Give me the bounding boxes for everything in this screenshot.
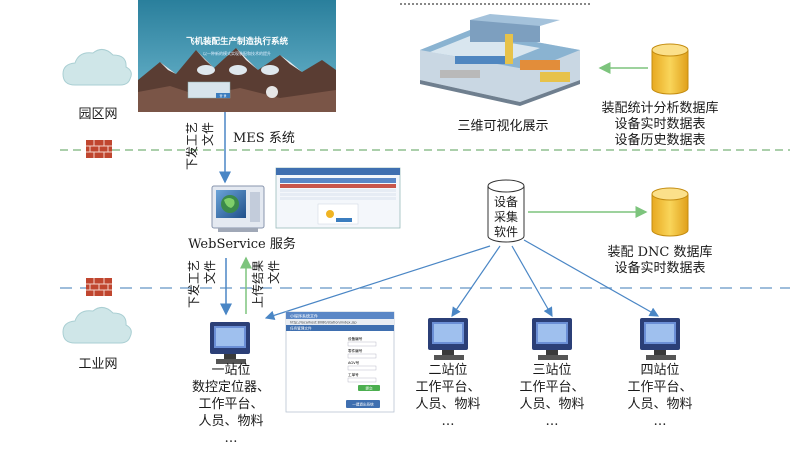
station-3-detail-1: 工作平台、 — [519, 380, 584, 395]
station-2-name: 二站位 — [428, 363, 467, 378]
3d-visualization — [400, 3, 592, 106]
upload-result-label-1: 上传结果 — [250, 260, 265, 308]
mes-user-icon — [266, 86, 278, 98]
collector-to-station-1-arrow — [264, 245, 491, 320]
webservice-label: WebService 服务 — [188, 236, 296, 252]
web-form-header: 任务管理文件 — [290, 326, 312, 331]
3d-visualization-label: 三维可视化展示 — [457, 119, 548, 134]
web-form-field-3-input[interactable] — [347, 365, 377, 371]
web-form-field-4-input[interactable] — [347, 377, 377, 383]
issue-doc-bottom-label-2: 文件 — [202, 260, 217, 284]
cloud-icon — [62, 49, 132, 86]
computer-icon — [428, 318, 468, 360]
station-1-detail-4: … — [225, 431, 238, 446]
industrial-network-label: 工业网 — [78, 357, 117, 372]
mes-system-label: MES 系统 — [233, 131, 295, 146]
dnc-db-line-2: 设备实时数据表 — [614, 260, 705, 276]
station-web-form: 小程序系统文件 http://localhost:8080/station/in… — [285, 311, 395, 413]
issue-doc-top-label-1: 下发工艺 — [184, 122, 199, 170]
web-form-exit-label: 一键退出系统 — [352, 402, 374, 407]
dnc-db-line-1: 装配 DNC 数据库 — [607, 244, 712, 260]
station-4: 四站位 工作平台、 人员、物料 … — [627, 363, 692, 429]
station-3: 三站位 工作平台、 人员、物料 … — [519, 363, 584, 429]
web-form-url: http://localhost:8080/station/index.jsp — [290, 321, 357, 325]
stats-db-line-1: 装配统计分析数据库 — [601, 100, 718, 116]
computer-icon — [210, 322, 250, 364]
upload-result-label-2: 文件 — [266, 260, 281, 284]
station-4-detail-3: … — [654, 414, 667, 429]
station-2: 二站位 工作平台、 人员、物料 … — [415, 363, 480, 429]
web-form-submit-button[interactable] — [358, 385, 380, 391]
firewall-icon — [85, 139, 113, 159]
station-2-detail-2: 人员、物料 — [415, 397, 480, 412]
database-icon — [651, 43, 689, 95]
issue-doc-bottom-label-1: 下发工艺 — [186, 260, 201, 308]
webservice-screen — [275, 167, 401, 229]
station-1-detail-2: 工作平台、 — [198, 397, 263, 412]
station-1-detail-1: 数控定位器、 — [192, 380, 270, 395]
station-2-detail-1: 工作平台、 — [415, 380, 480, 395]
station-1-detail-3: 人员、物料 — [198, 414, 263, 429]
web-form-title: 小程序系统文件 — [290, 313, 318, 319]
database-icon — [651, 187, 689, 237]
collector-to-station-2-arrow — [451, 245, 501, 317]
mes-aircraft-icon — [261, 65, 279, 75]
stats-db-line-3: 设备历史数据表 — [614, 132, 705, 148]
collector-line-3: 软件 — [494, 225, 518, 239]
collector-server-icon — [487, 179, 525, 243]
station-1-name: 一站位 — [211, 363, 250, 378]
mes-screen-title: 飞机装配生产制造执行系统 — [186, 36, 289, 47]
collector-to-station-4-arrow — [523, 239, 660, 317]
station-3-detail-3: … — [546, 414, 559, 429]
server-icon — [211, 185, 265, 232]
collector-line-2: 采集 — [494, 209, 518, 224]
firewall-icon — [85, 277, 113, 297]
park-network-label: 园区网 — [78, 107, 117, 122]
web-form-field-4-label: 工单号 — [348, 372, 359, 377]
mes-aircraft-icon — [229, 65, 247, 75]
issue-doc-top-label-2: 文件 — [200, 122, 215, 146]
mes-screen-subtitle: 以一种新的模式实现装配和技术的提升 — [203, 50, 271, 56]
collector-to-station-3-arrow — [511, 245, 553, 318]
mes-login-button[interactable] — [216, 93, 230, 98]
web-form-field-2-input[interactable] — [347, 353, 377, 359]
web-form-field-1-label: 设备编号 — [348, 336, 363, 341]
web-form-field-3-label: AGV号 — [348, 360, 360, 365]
mes-login-button-label: 登 录 — [220, 93, 227, 98]
station-3-detail-2: 人员、物料 — [519, 397, 584, 412]
station-4-detail-1: 工作平台、 — [627, 380, 692, 395]
stats-db-line-2: 设备实时数据表 — [614, 116, 705, 132]
web-form-exit-button[interactable] — [346, 400, 380, 408]
collector-line-1: 设备 — [494, 195, 518, 209]
station-2-detail-3: … — [442, 414, 455, 429]
mes-screen: 飞机装配生产制造执行系统 以一种新的模式实现装配和技术的提升 登 录 — [138, 0, 336, 112]
computer-icon — [532, 318, 572, 360]
cloud-icon — [62, 307, 132, 344]
computer-icon — [640, 318, 680, 360]
web-form-field-2-label: 零件编号 — [348, 348, 363, 353]
station-1: 一站位 数控定位器、 工作平台、 人员、物料 … — [192, 363, 270, 446]
station-4-detail-2: 人员、物料 — [627, 397, 692, 412]
station-4-name: 四站位 — [640, 363, 679, 378]
web-form-submit-label: 提交 — [365, 386, 373, 391]
mes-aircraft-icon — [197, 65, 215, 75]
web-form-field-1-input[interactable] — [347, 341, 377, 347]
station-3-name: 三站位 — [532, 363, 571, 378]
